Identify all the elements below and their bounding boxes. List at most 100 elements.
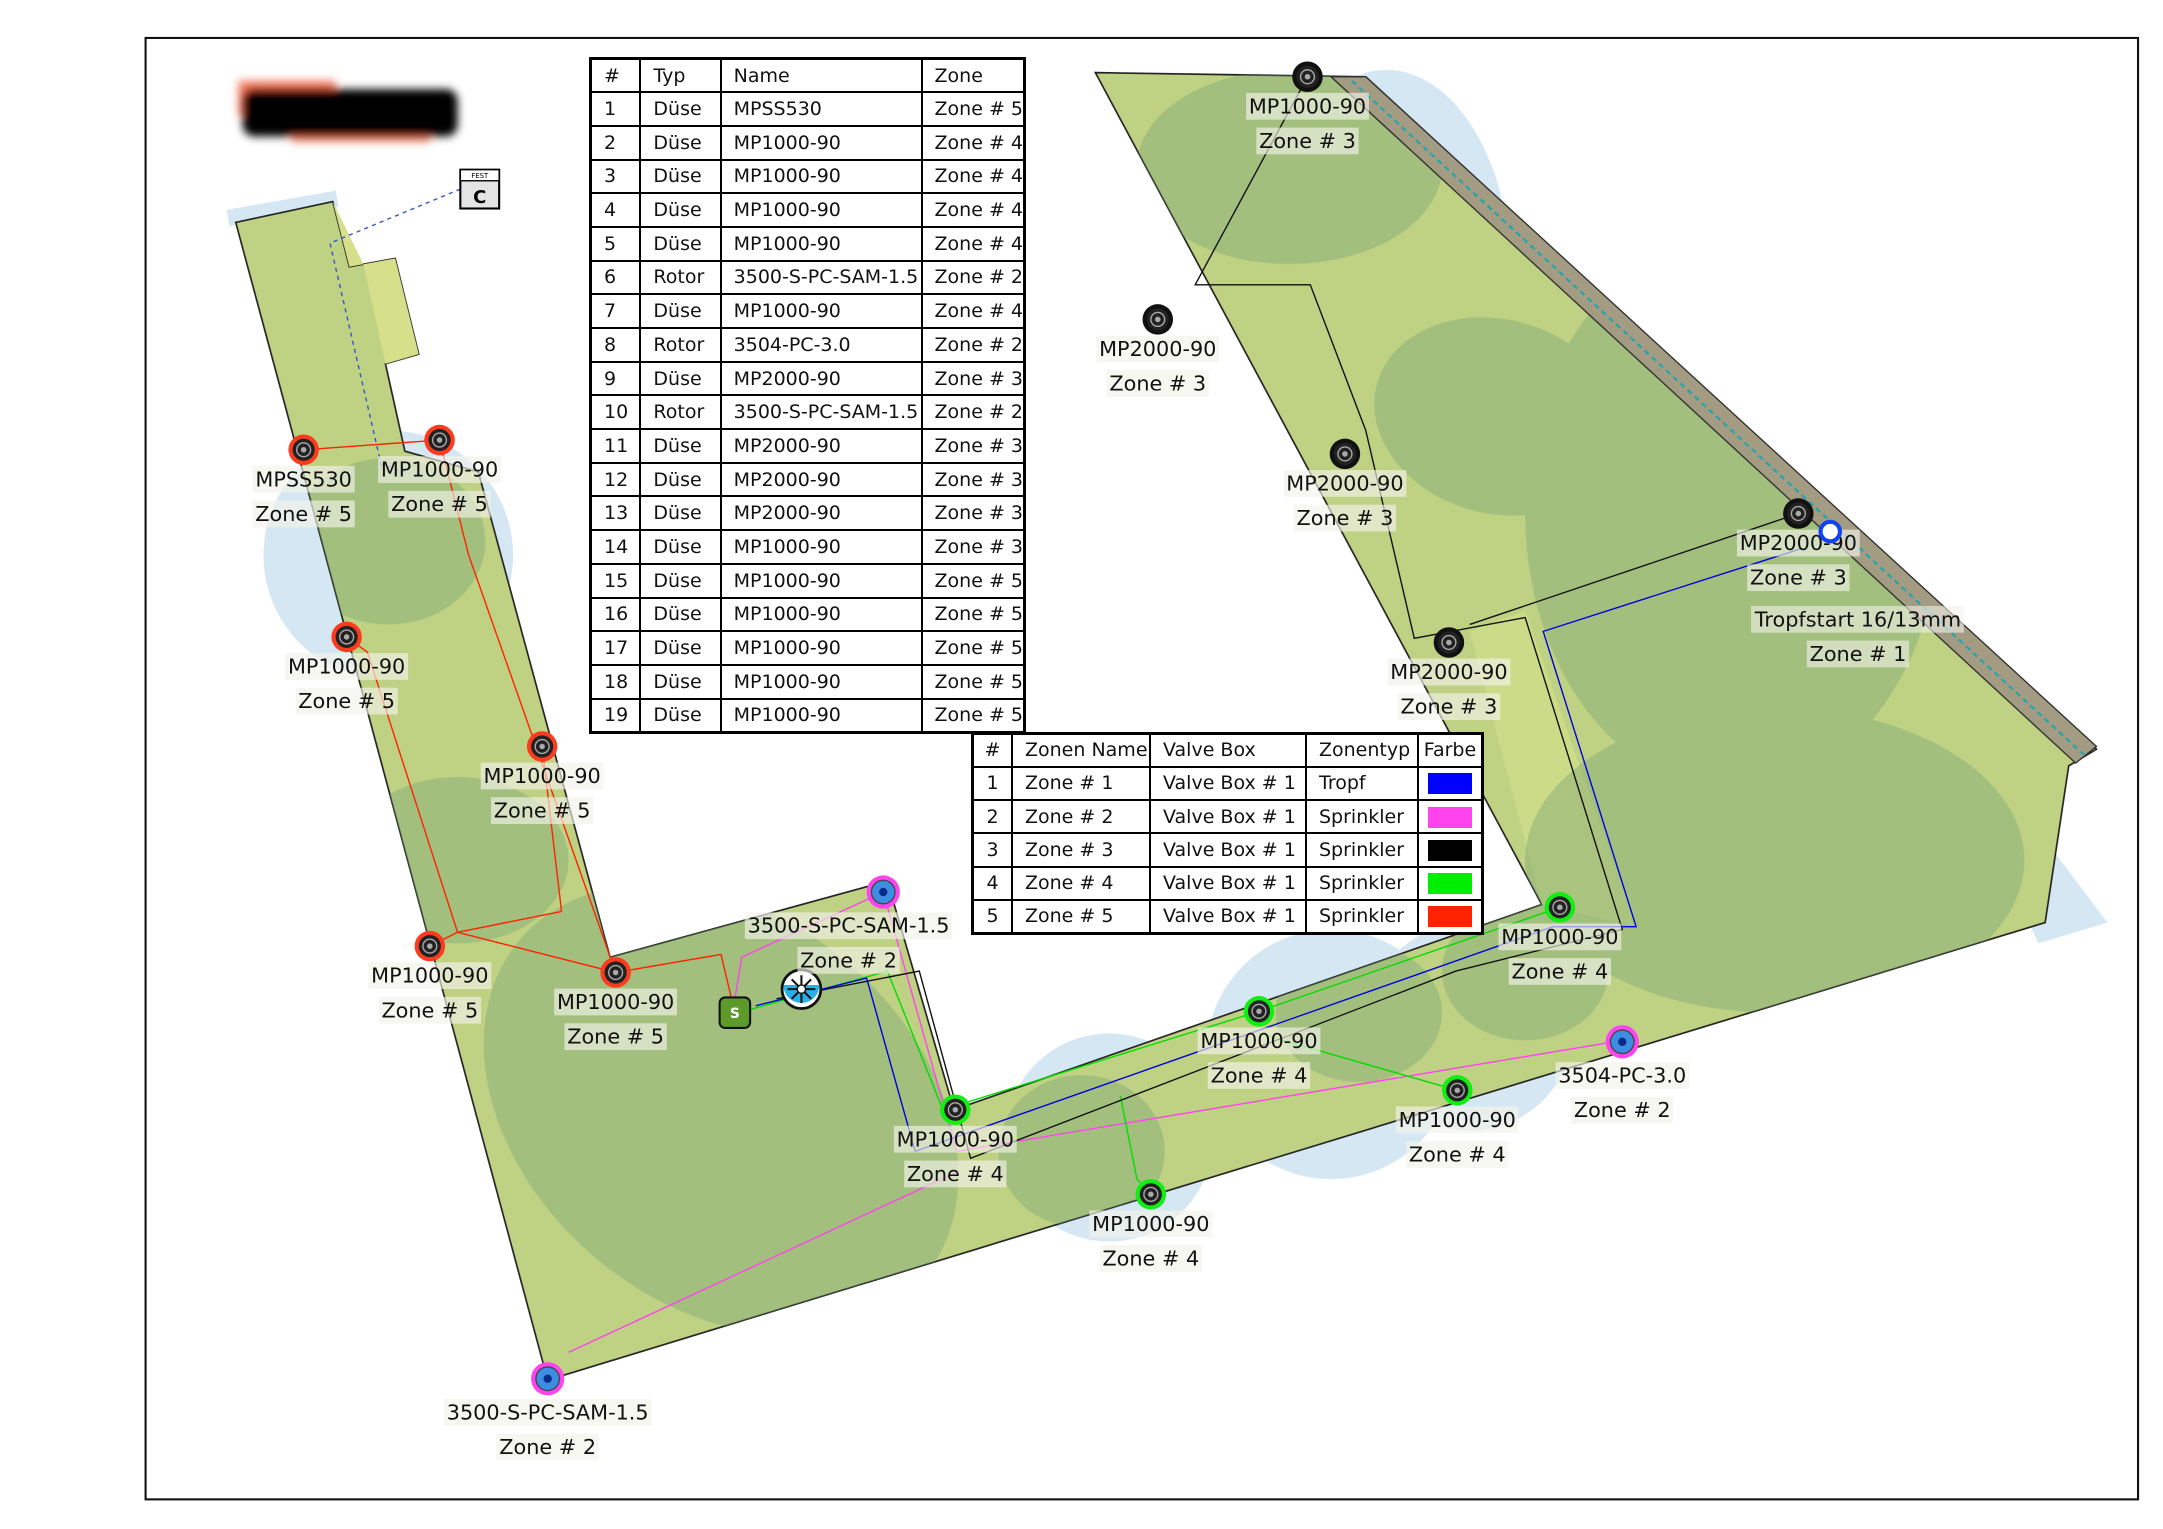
label-background — [1555, 1062, 1690, 1089]
cell-zone: Zone # 3 — [920, 428, 1026, 464]
head-zone-label: Zone # 3 — [1297, 506, 1394, 530]
controller-box-top-label: FEST — [471, 172, 489, 180]
head-zone-label: Zone # 5 — [391, 492, 488, 516]
cell-number: 17 — [589, 630, 642, 666]
cell-zone: Zone # 4 — [920, 293, 1026, 329]
head-zone-label: Zone # 4 — [1102, 1246, 1199, 1270]
label-background — [1246, 92, 1369, 120]
cell-number: 2 — [589, 124, 642, 161]
nozzle-head[interactable] — [940, 1094, 971, 1125]
label-background — [1571, 1096, 1674, 1124]
head-zone-label: Zone # 5 — [567, 1025, 664, 1049]
rotor-head[interactable] — [531, 1362, 565, 1396]
col-header: Name — [719, 57, 923, 94]
col-header: Valve Box — [1149, 732, 1307, 768]
nozzle-head[interactable] — [1442, 1075, 1473, 1106]
cell-zone: Zone # 2 — [920, 259, 1026, 296]
nozzle-head[interactable] — [1433, 627, 1465, 658]
nozzle-head[interactable] — [1142, 304, 1174, 335]
nozzle-head[interactable] — [1329, 438, 1361, 470]
drawing-frame — [144, 36, 2140, 1501]
nozzle-head[interactable] — [331, 621, 362, 653]
valve-box[interactable]: S — [718, 996, 752, 1029]
label-background — [1283, 470, 1407, 497]
cell-name: MP1000-90 — [719, 293, 923, 329]
head-name-label: MP1000-90 — [381, 458, 498, 482]
cell-zone: Zone # 4 — [920, 158, 1026, 195]
head-name-label: MP1000-90 — [557, 990, 674, 1014]
cell-name: MP2000-90 — [719, 495, 923, 532]
drip-line — [1351, 80, 2085, 756]
cell-type: Sprinkler — [1305, 865, 1419, 901]
head-name-label: MP2000-90 — [1286, 471, 1403, 495]
nozzle-head[interactable] — [288, 434, 319, 466]
label-background — [1207, 1062, 1311, 1089]
label-background — [1099, 1245, 1202, 1272]
col-header: Farbe — [1417, 732, 1484, 768]
nozzle-head[interactable] — [424, 424, 455, 456]
cell-type: Düse — [639, 697, 722, 734]
head-zone-label: Zone # 5 — [298, 689, 395, 713]
cell-number: 18 — [589, 663, 642, 700]
cell-n: 4 — [971, 865, 1013, 901]
color-swatch — [1428, 906, 1472, 928]
label-background — [893, 1125, 1017, 1153]
nozzle-head[interactable] — [1783, 498, 1814, 529]
label-background — [378, 456, 501, 483]
cell-number: 3 — [589, 158, 642, 195]
cell-number: 8 — [589, 327, 642, 363]
cell-name: MP1000-90 — [719, 562, 923, 599]
lawn-edge-light — [1469, 610, 1637, 927]
nozzle-head[interactable] — [1135, 1179, 1167, 1210]
pipe-zone-2 — [568, 1171, 958, 1354]
cell-box: Valve Box # 1 — [1149, 865, 1307, 901]
cell-color — [1417, 865, 1484, 901]
nozzle-head[interactable] — [1292, 61, 1323, 93]
cell-n: 2 — [971, 799, 1013, 835]
label-background — [744, 912, 953, 940]
rotor-head[interactable] — [1605, 1025, 1639, 1059]
cell-number: 10 — [589, 394, 642, 431]
color-swatch — [1428, 773, 1472, 795]
cell-n: 5 — [971, 898, 1013, 935]
head-zone-label: Zone # 3 — [1750, 566, 1847, 590]
rotor-head[interactable] — [866, 875, 900, 909]
head-zone-label: Zone # 5 — [255, 502, 352, 526]
cell-number: 13 — [589, 495, 642, 532]
drip-control-icon[interactable] — [780, 968, 823, 1010]
cell-name: 3500-S-PC-SAM-1.5 — [719, 394, 923, 431]
cell-number: 14 — [589, 529, 642, 565]
label-background — [1089, 1210, 1213, 1238]
col-header: # — [589, 57, 642, 94]
cell-type: Düse — [639, 630, 722, 666]
nozzle-head[interactable] — [414, 930, 446, 962]
cell-type: Düse — [639, 529, 722, 565]
nozzle-head[interactable] — [600, 957, 631, 988]
drip-start[interactable] — [1818, 519, 1843, 544]
controller-box[interactable]: FEST C — [459, 168, 501, 210]
table-header-row: # Zonen Name Valve Box Zonentyp Farbe — [971, 732, 1484, 768]
head-name-label: MP2000-90 — [1099, 337, 1216, 361]
cell-zone: Zone # 5 — [920, 697, 1026, 734]
cell-type: Düse — [639, 225, 722, 262]
cell-number: 12 — [589, 461, 642, 498]
head-zone-label: Zone # 2 — [499, 1435, 596, 1459]
nozzle-head[interactable] — [1243, 996, 1275, 1027]
head-name-label: 3500-S-PC-SAM-1.5 — [748, 914, 950, 938]
cell-zone: Zone # 4 — [920, 124, 1026, 161]
cell-zone: Zone # 4 — [920, 225, 1026, 262]
head-zone-label: Zone # 5 — [494, 799, 591, 823]
label-background — [1293, 504, 1397, 532]
nozzle-head[interactable] — [1544, 892, 1576, 923]
cell-type: Düse — [639, 360, 722, 397]
cell-number: 7 — [589, 293, 642, 329]
nozzle-head[interactable] — [526, 731, 558, 762]
